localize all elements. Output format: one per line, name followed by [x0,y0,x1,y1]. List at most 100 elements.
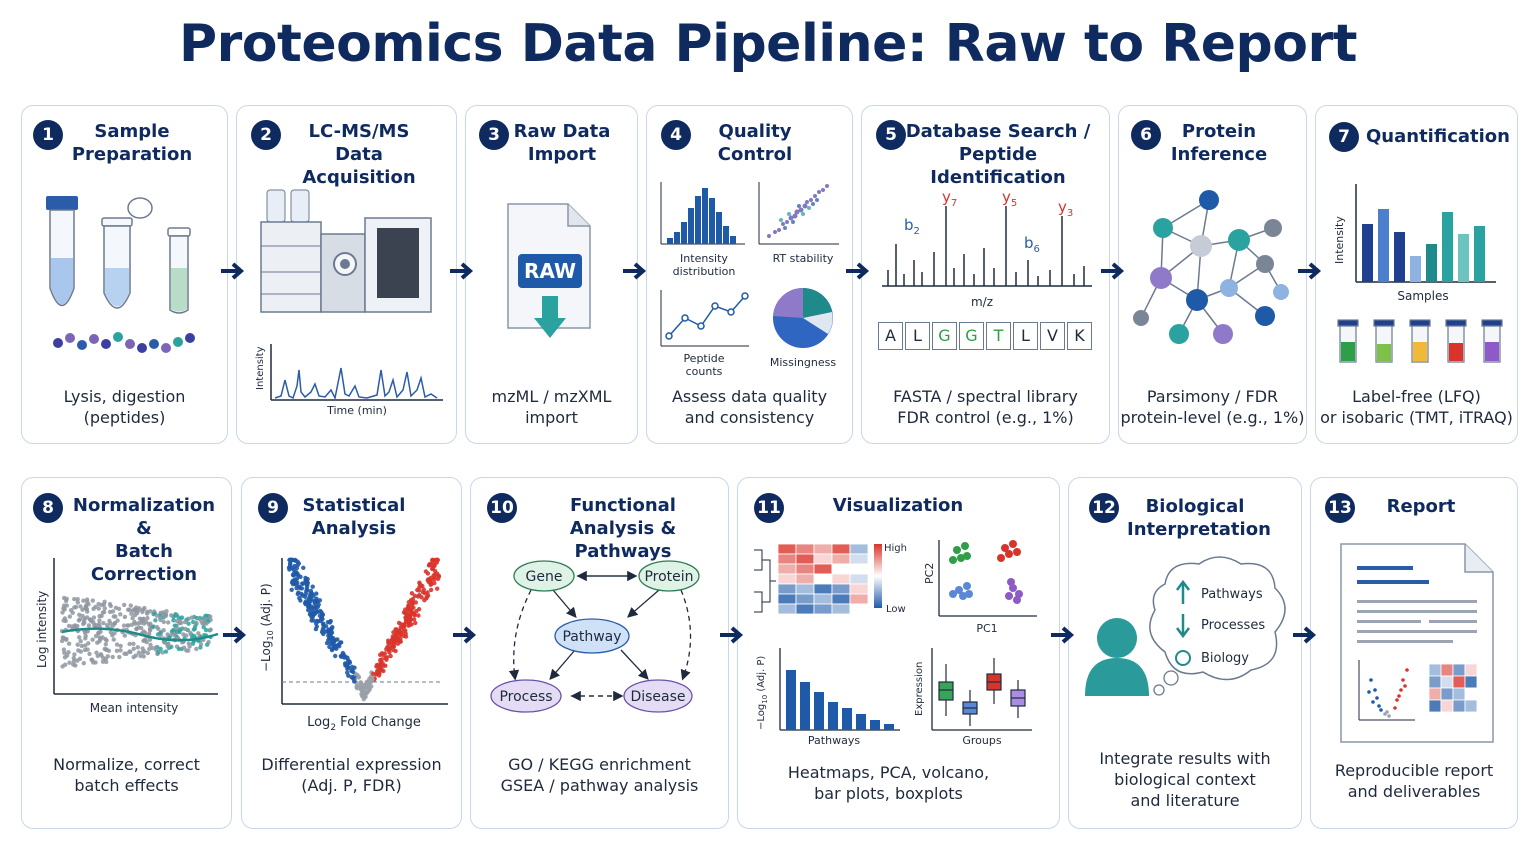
qc-peptide-label: Peptide [683,352,724,365]
scatter-point [436,574,442,579]
scatter-point [67,660,72,665]
spectrum-xlabel: m/z [971,295,993,309]
scatter-point [178,620,184,626]
scatter-point [66,641,72,646]
scatter-point [96,606,102,611]
scatter-point [147,628,153,633]
enrichment-bar-chart: −Log10 (Adj. P) Pathways [756,648,900,747]
scatter-point [191,627,196,632]
residue-box: G [932,322,957,350]
scatter-point [379,668,384,673]
scatter-point [62,655,68,660]
scatter-point [314,618,320,624]
scatter-point [208,627,213,632]
qc-counts-label: counts [686,365,723,378]
heatmap-low-label: Low [886,604,906,615]
scatter-point [97,613,102,619]
scatter-point [114,648,120,653]
scatter-point [79,643,84,649]
scatter-point [83,604,88,610]
scatter-point [96,621,102,627]
scatter-point [290,565,295,571]
scatter-point [166,620,171,625]
scatter-point [75,597,80,602]
scatter-point [365,679,370,684]
interp-pathways: Pathways [1201,587,1263,602]
scatter-point [101,602,107,607]
heatmap-cell [1452,699,1466,713]
step-title: Normalization &Batch Correction [72,495,216,585]
scatter-point [99,653,104,658]
scatter-point [75,600,80,605]
heatmap-cell [849,553,869,565]
scatter-point [309,592,314,598]
heatmap-cell [777,553,797,565]
scatter-point [115,618,120,623]
chromatogram-ylabel: Intensity [255,346,266,390]
scatter-point [85,647,90,652]
scatter-point [147,637,153,642]
scatter-point [82,616,87,621]
scatter-point [346,673,351,678]
step-title: Database Search /Peptide Identification [905,121,1091,188]
residue-box: T [986,322,1011,350]
scatter-point [409,606,414,611]
scatter-point [125,623,131,628]
step-number-badge: 10 [487,493,517,523]
scatter-point [379,651,385,656]
scatter-point [88,617,93,623]
scatter-point [83,636,88,641]
arrow-up-icon [1176,579,1190,604]
scatter-point [310,584,315,589]
scatter-point [75,658,80,663]
scatter-point [288,562,293,567]
sample-vials [1337,319,1503,363]
scatter-point [298,574,303,579]
report-document-icon [1340,543,1494,743]
scatter-point [329,631,334,636]
step-number-badge: 4 [661,120,691,150]
scatter-point [433,557,438,563]
heatmap-cell [831,543,851,555]
scatter-point [145,650,150,656]
scatter-point [315,599,320,604]
scatter-point [196,631,201,636]
scatter-point [408,609,413,615]
heatmap-cell [1452,663,1466,677]
step-5-card: 5 Database Search /Peptide Identificatio… [861,105,1110,444]
scatter-point [97,635,103,640]
heatmap-cell [831,563,851,575]
scatter-point [147,646,152,652]
scatter-point [122,614,128,620]
heatmap-cell [1428,675,1442,689]
scatter-point [350,669,356,675]
scatter-point [161,628,166,633]
scatter-point [305,588,310,593]
ion-y3: y3 [1058,198,1073,219]
scatter-point [151,624,156,629]
enrichment-xlabel: Pathways [808,734,860,747]
heatmap-cells [777,543,869,615]
scatter-point [201,625,206,630]
step-number-badge: 7 [1329,122,1359,152]
scatter-point [129,622,134,627]
residue-box: A [878,322,903,350]
step-description: Differential expression(Adj. P, FDR) [261,755,442,795]
scatter-point [398,625,403,630]
scatter-point [309,612,315,617]
scatter-point [136,650,142,655]
scatter-point [138,653,143,659]
pca-plot: PC2 PC1 [923,540,1037,635]
scatter-point [142,605,147,611]
scatter-point [194,646,199,652]
scatter-point [103,642,109,647]
scatter-point [409,591,415,596]
node-process: Process [499,689,552,705]
scatter-point [73,604,79,610]
heatmap-cell [849,543,869,555]
scatter-point [325,620,331,625]
interpretation-illustration: Pathways Processes Biology [1085,556,1286,696]
